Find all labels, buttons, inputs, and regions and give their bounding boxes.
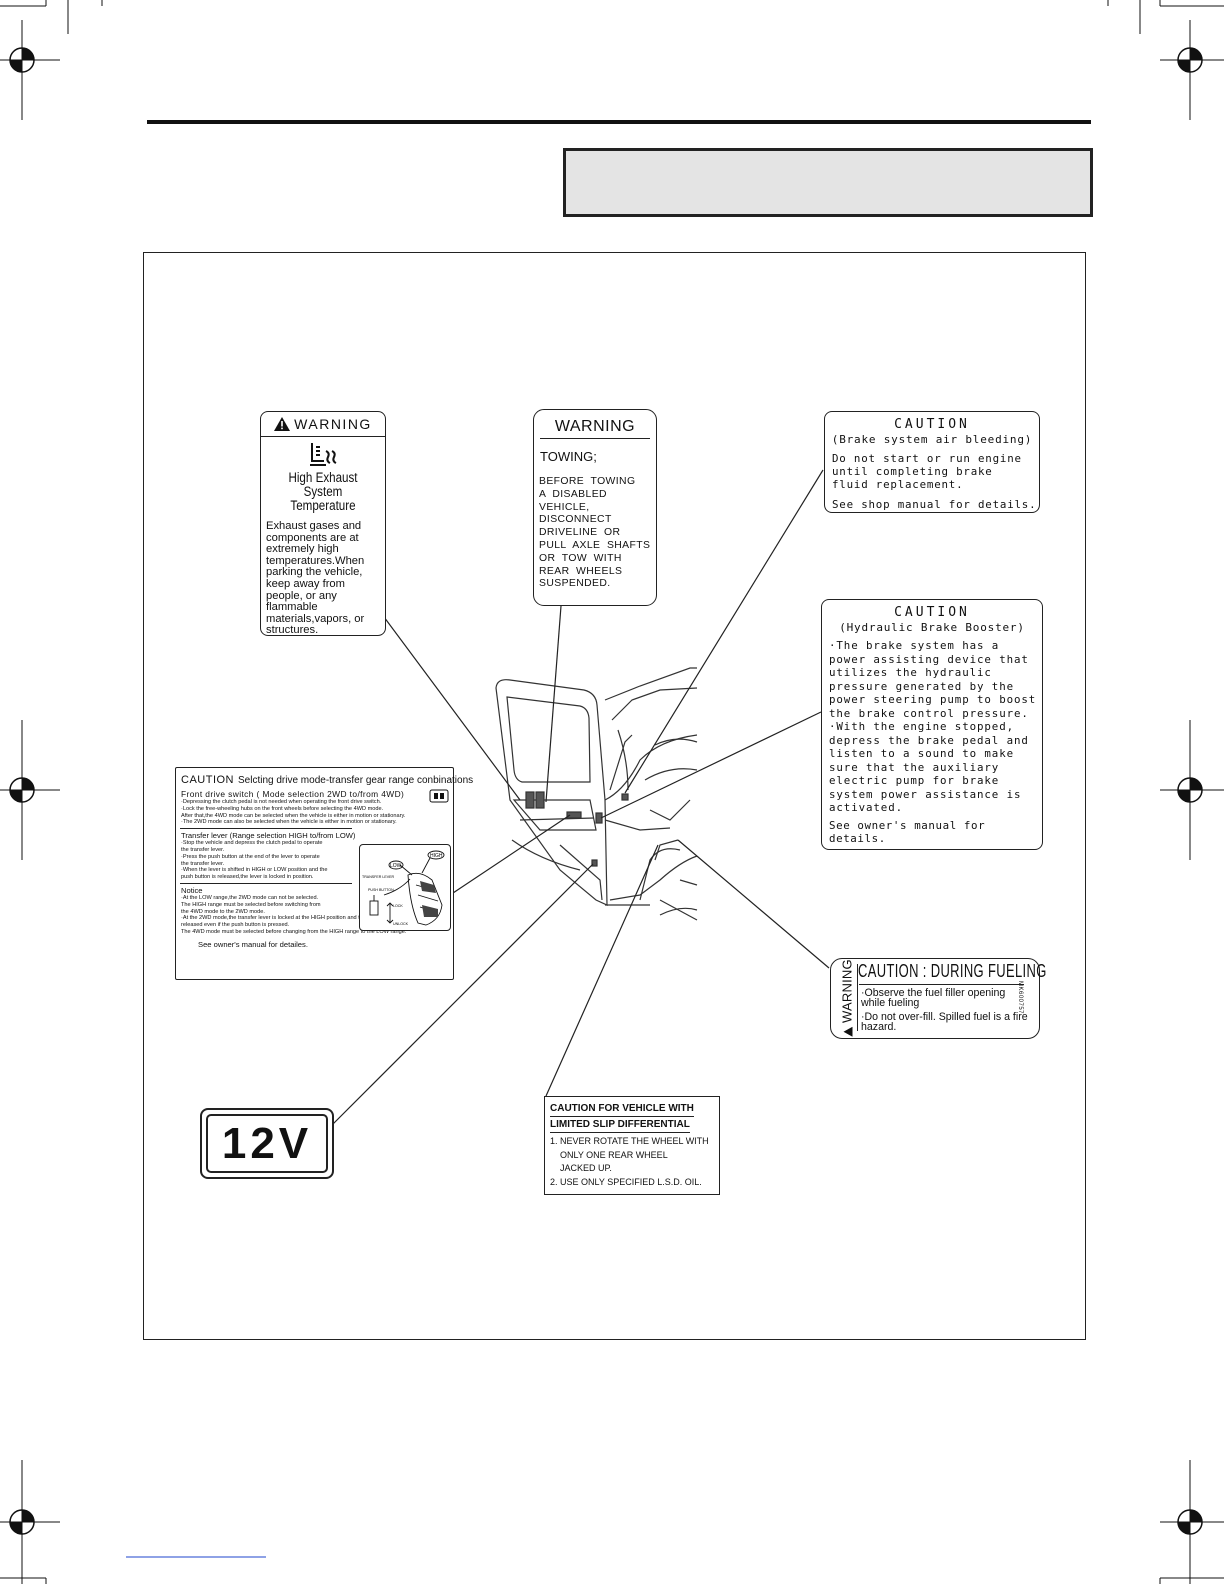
- towing-warning-label: WARNING TOWING; BEFORE TOWING A DISABLED…: [533, 409, 657, 606]
- illustration-frame: [143, 252, 1086, 1340]
- divider: [180, 882, 352, 884]
- warning-triangle-icon: [843, 1026, 852, 1037]
- caution-heading: CAUTION: [181, 774, 234, 786]
- warning-triangle-icon: [274, 417, 291, 431]
- push-button-tag: PUSH BUTTON: [368, 888, 394, 892]
- caution-heading: CAUTION: [894, 605, 970, 620]
- fueling-heading: CAUTION : DURING FUELING: [858, 961, 1047, 981]
- leader-lines: [329, 469, 830, 1128]
- warning-heading: WARNING: [540, 418, 650, 439]
- divider: [180, 828, 352, 830]
- lock-tag: LOCK: [393, 904, 403, 908]
- front-drive-switch-lines: ·Depressing the clutch pedal is not need…: [181, 799, 406, 826]
- transfer-lever-icon: LOW HIGH TRANSFER LEVER PUSH BUTTON LOCK…: [362, 850, 445, 926]
- label-part-code: MK600757: [1017, 981, 1023, 1015]
- unlock-tag: UNLOCK: [393, 922, 409, 926]
- caution-heading: CAUTION: [894, 417, 970, 432]
- section-title-box: [563, 148, 1093, 217]
- warning-side-strip: WARNING: [836, 959, 858, 1037]
- front-drive-switch-heading: Front drive switch ( Mode selection 2WD …: [181, 789, 405, 799]
- drive-mode-caution-label: CAUTION Selcting drive mode-transfer gear…: [175, 767, 473, 980]
- caution-subtitle: (Brake system air bleeding): [831, 433, 1033, 446]
- caution-footer: See owner's manual for details.: [829, 818, 986, 845]
- caution-footer: See owner's manual for detailes.: [198, 939, 308, 949]
- warning-heading: WARNING: [294, 416, 372, 432]
- hydraulic-brake-booster-caution-label: CAUTION (Hydraulic Brake Booster) ·The b…: [821, 599, 1043, 850]
- lsd-caution-label: CAUTION FOR VEHICLE WITH LIMITED SLIP DI…: [544, 1096, 720, 1195]
- caution-body-text: Do not start or run engine until complet…: [832, 452, 1022, 492]
- side-warning-text: WARNING: [839, 958, 854, 1023]
- towing-body-text: BEFORE TOWING A DISABLED VEHICLE, DISCON…: [539, 476, 651, 590]
- divider: [859, 984, 1024, 985]
- voltage-label: 12V: [200, 1108, 334, 1179]
- exhaust-warning-label: WARNING High Exhaust System Temperature …: [260, 411, 386, 636]
- transfer-lever-lines: ·Stop the vehicle and depress the clutch…: [181, 840, 328, 881]
- warning-header: WARNING: [261, 412, 385, 437]
- caution-body-text: ·The brake system has a power assisting …: [829, 639, 1037, 814]
- exhaust-body-text: Exhaust gases and components are at extr…: [266, 520, 365, 637]
- exhaust-subtitle: High Exhaust System Temperature: [288, 470, 358, 513]
- notice-heading: Notice: [181, 885, 203, 895]
- lsd-heading: CAUTION FOR VEHICLE WITH LIMITED SLIP DI…: [545, 1097, 719, 1133]
- brake-air-bleeding-caution-label: CAUTION (Brake system air bleeding) Do n…: [824, 411, 1040, 513]
- high-tag: HIGH: [430, 853, 443, 859]
- low-tag: LOW: [390, 863, 402, 869]
- fueling-body-text: ·Observe the fuel filler opening while f…: [861, 987, 1028, 1034]
- transfer-lever-tag: TRANSFER LEVER: [362, 875, 395, 879]
- voltage-text: 12V: [206, 1114, 328, 1173]
- fueling-caution-label: WARNING CAUTION : DURING FUELING ·Observ…: [830, 958, 1046, 1039]
- lsd-body-text: 1. NEVER ROTATE THE WHEEL WITH ONLY ONE …: [550, 1136, 709, 1187]
- drive-switch-icon: [429, 789, 449, 803]
- caution-subtitle: (Hydraulic Brake Booster): [839, 621, 1025, 634]
- towing-subtitle: TOWING;: [540, 449, 597, 464]
- transfer-lever-heading: Transfer lever (Range selection HIGH to/…: [181, 831, 356, 841]
- caution-footer: See shop manual for details.: [832, 497, 1037, 511]
- notice-lines: ·At the LOW range,the 2WD mode can not b…: [181, 894, 407, 935]
- transfer-lever-diagram: LOW HIGH TRANSFER LEVER PUSH BUTTON LOCK…: [359, 844, 451, 931]
- header-rule: [147, 120, 1091, 124]
- registration-mark-icon: [9, 47, 1203, 1535]
- caution-heading-row: CAUTION Selcting drive mode-transfer gear…: [176, 768, 473, 786]
- caution-title: Selcting drive mode-transfer gear range …: [238, 775, 474, 786]
- hot-exhaust-icon: [310, 443, 337, 466]
